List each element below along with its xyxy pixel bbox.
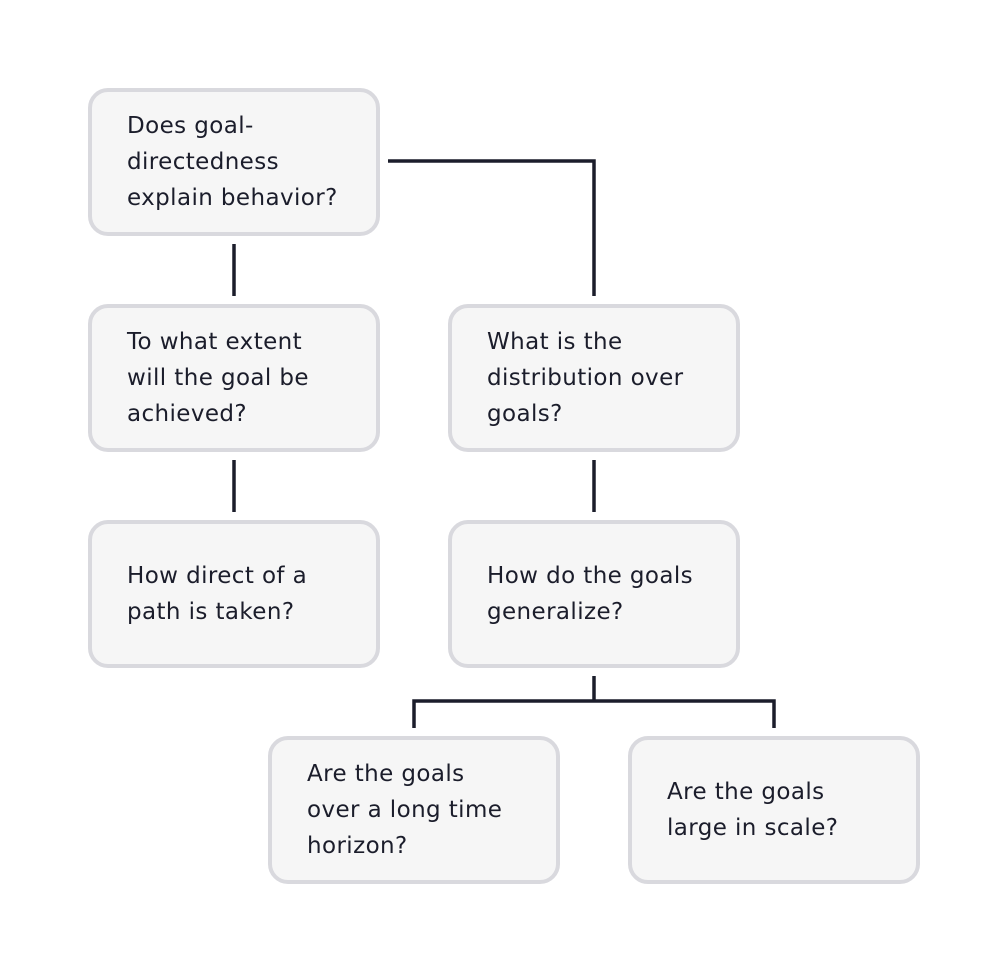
node-label: Are the goals large in scale?: [667, 779, 839, 841]
node-label: How do the goals generalize?: [487, 563, 694, 625]
node-label: Does goal- directedness explain behavior…: [127, 113, 338, 211]
node-label: To what extent will the goal be achieved…: [127, 329, 309, 427]
node-long-time-horizon: Are the goals over a long time horizon?: [268, 736, 560, 884]
node-large-in-scale: Are the goals large in scale?: [628, 736, 920, 884]
node-extent-goal-achieved: To what extent will the goal be achieved…: [88, 304, 380, 452]
node-goal-directedness-explain-behavior: Does goal- directedness explain behavior…: [88, 88, 380, 236]
node-distribution-over-goals: What is the distribution over goals?: [448, 304, 740, 452]
node-direct-path: How direct of a path is taken?: [88, 520, 380, 668]
node-label: How direct of a path is taken?: [127, 563, 308, 625]
edge-root-to-distribution: [388, 159, 596, 296]
node-label: What is the distribution over goals?: [487, 329, 684, 427]
node-goals-generalize: How do the goals generalize?: [448, 520, 740, 668]
edge-generalize-to-large-scale: [594, 699, 776, 728]
node-label: Are the goals over a long time horizon?: [307, 761, 503, 859]
edge-generalize-to-long-horizon: [412, 699, 594, 728]
